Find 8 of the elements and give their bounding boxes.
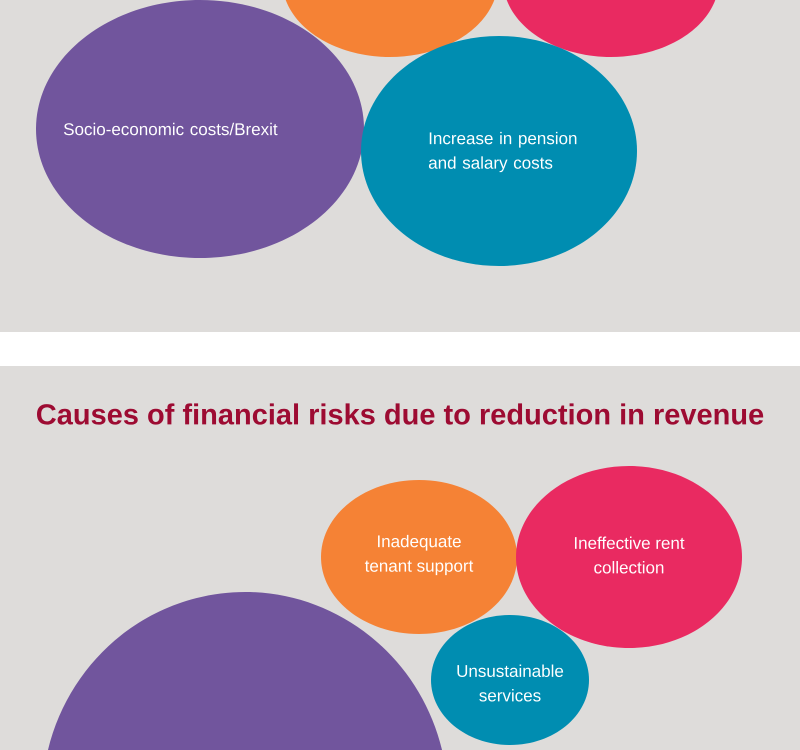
bubble [506,0,716,58]
bubble: Socio-economic costs/Brexit [36,0,364,258]
bubble [286,0,494,58]
bubble: Ineffective rent collection [516,466,742,648]
bubble: Inadequate tenant support [321,480,517,634]
bubble [48,592,442,750]
bubble: Increase in pension and salary costs [361,36,637,266]
bubble: Unsustainable services [431,615,589,745]
